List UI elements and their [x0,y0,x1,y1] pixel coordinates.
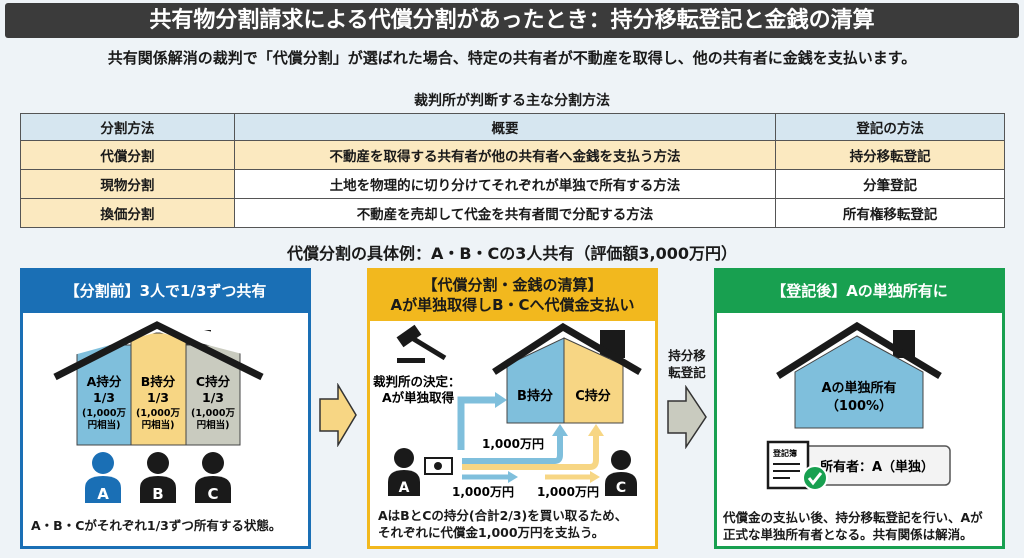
owner-label: 所有者：A（単独） [820,459,934,475]
amount-label: 1,000万円 [482,437,544,451]
panel-header: 【登記後】Aの単独所有に [717,271,1002,313]
transfer-label-line: 持分移 [668,348,706,363]
summary-cell: 土地を物理的に切り分けてそれぞれが単独で所有する方法 [233,169,777,199]
summary-cell: 不動産を売却して代金を共有者間で分配する方法 [233,198,777,228]
svg-text:A: A [97,485,109,503]
share-a-value: (1,000万 [82,408,126,419]
panel-caption: 代償金の支払い後、持分移転登記を行い、Aが 正式な単独所有者となる。共有関係は解… [723,509,983,543]
arrow-to-b [508,471,518,483]
ownership-percent: （100%） [826,398,892,414]
share-b-fraction: 1/3 [147,390,169,405]
header-method: 分割方法 [20,113,235,141]
header-registration: 登記の方法 [775,113,1005,141]
svg-text:C: C [616,480,626,496]
house-illustration: A持分 1/3 (1,000万 円相当) B持分 1/3 (1,000万 円相当… [53,320,264,503]
example-caption: 代償分割の具体例：A・B・Cの3人共有（評価額3,000万円） [286,244,738,263]
share-a-fraction: 1/3 [93,390,115,405]
person-c-icon: C [195,452,231,503]
person-a-icon: A [388,448,420,496]
share-c-label: C持分 [575,388,611,404]
transfer-arrow [457,396,495,450]
arrow-right-icon [667,385,707,449]
roof [492,322,642,376]
division-methods-table: 分割方法 概要 登記の方法 代償分割 不動産を取得する共有者が他の共有者へ金銭を… [20,113,1005,228]
panel-header: 【代償分割・金銭の清算】 Aが単独取得しB・Cへ代償金支払い [370,271,655,321]
payment-arrow-b [462,435,563,464]
summary-cell: 不動産を取得する共有者が他の共有者へ金銭を支払う方法 [233,140,777,170]
arrow-right-icon [319,383,357,447]
house-illustration: Aの単独所有 （100%） 所有者：A（単独） 登記簿 [766,321,951,491]
method-cell: 代償分割 [20,140,235,170]
table-caption: 裁判所が判断する主な分割方法 [414,93,610,109]
caption-line: 正式な単独所有者となる。共有関係は解消。 [723,527,973,542]
gavel-icon [396,324,447,363]
header-summary: 概要 [233,113,777,141]
person-b-icon: B [140,452,176,503]
table-header-row: 分割方法 概要 登記の方法 [20,113,1005,141]
share-b [506,337,565,424]
registration-cell: 分筆登記 [775,169,1005,199]
table-row: 換価分割 不動産を売却して代金を共有者間で分配する方法 所有権移転登記 [20,198,1005,228]
share-a-label: A持分 [87,374,122,389]
subtitle: 共有関係解消の裁判で「代償分割」が選ばれた場合、特定の共有者が不動産を取得し、他… [107,49,917,67]
arrow-to-c [590,471,600,483]
panel-before-division: 【分割前】3人で1/3ずつ共有 A持分 1/3 (1,000万 円相当) B持分… [20,268,311,549]
roof [776,321,942,379]
amount-label: 1,000万円 [452,485,514,499]
svg-text:B: B [152,485,163,503]
share-c [563,337,624,424]
panel-header: 【分割前】3人で1/3ずつ共有 [23,271,308,313]
panel-header-line: 【代償分割・金銭の清算】 [422,276,603,294]
registration-cell: 所有権移転登記 [775,198,1005,228]
share-a-value: 円相当) [88,419,121,431]
compensation-illustration: 裁判所の決定： Aが単独取得 B持分 C持分 1,000万円 1,000万円 1… [373,322,642,499]
panel-caption: AはBとCの持分(合計2/3)を買い取るため、 それぞれに代償金1,000万円を… [378,507,627,541]
court-decision-label: 裁判所の決定： [373,374,461,389]
transfer-label-line: 転登記 [668,365,706,380]
roof [53,321,264,381]
person-a-icon: A [85,452,121,503]
table-row: 現物分割 土地を物理的に切り分けてそれぞれが単独で所有する方法 分筆登記 [20,169,1005,199]
panel-after-registration: 【登記後】Aの単独所有に Aの単独所有 （100%） 所有者：A（単独） 登記簿… [714,268,1005,549]
person-c-icon: C [605,450,637,496]
payment-arrow-c [462,435,599,470]
share-b [130,332,187,446]
court-decision-value: Aが単独取得 [382,390,455,405]
table-row: 代償分割 不動産を取得する共有者が他の共有者へ金銭を支払う方法 持分移転登記 [20,140,1005,170]
caption-line: AはBとCの持分(合計2/3)を買い取るため、 [378,508,628,523]
panel-caption: A・B・Cがそれぞれ1/3ずつ所有する状態。 [31,518,282,533]
sole-ownership-house [794,335,924,429]
registry-document-icon: 登記簿 [766,440,810,490]
method-cell: 換価分割 [20,198,235,228]
method-cell: 現物分割 [20,169,235,199]
svg-text:A: A [399,480,410,496]
share-c-fraction: 1/3 [202,390,224,405]
svg-text:登記簿: 登記簿 [772,448,797,458]
share-c-value: 円相当) [197,419,230,431]
transfer-label: 持分移 転登記 [663,347,711,381]
money-icon [424,457,453,475]
panel-header-line: Aが単独取得しB・Cへ代償金支払い [390,296,635,314]
check-circle-icon [802,465,828,491]
panel-compensation: 【代償分割・金銭の清算】 Aが単独取得しB・Cへ代償金支払い 裁判所の決定： A… [367,268,658,549]
share-b-label: B持分 [141,374,176,389]
share-c-label: C持分 [196,374,231,389]
ownership-label: Aの単独所有 [821,380,896,396]
svg-text:C: C [207,485,218,503]
caption-line: 代償金の支払い後、持分移転登記を行い、Aが [723,510,983,525]
caption-line: それぞれに代償金1,000万円を支払う。 [378,525,605,540]
amount-label: 1,000万円 [537,485,599,499]
registration-cell: 持分移転登記 [775,140,1005,170]
share-b-value: 円相当) [142,419,175,431]
share-c-value: (1,000万 [191,408,235,419]
page-title: 共有物分割請求による代償分割があったとき：持分移転登記と金銭の清算 [5,3,1019,38]
share-b-label: B持分 [517,388,553,404]
share-b-value: (1,000万 [136,408,180,419]
